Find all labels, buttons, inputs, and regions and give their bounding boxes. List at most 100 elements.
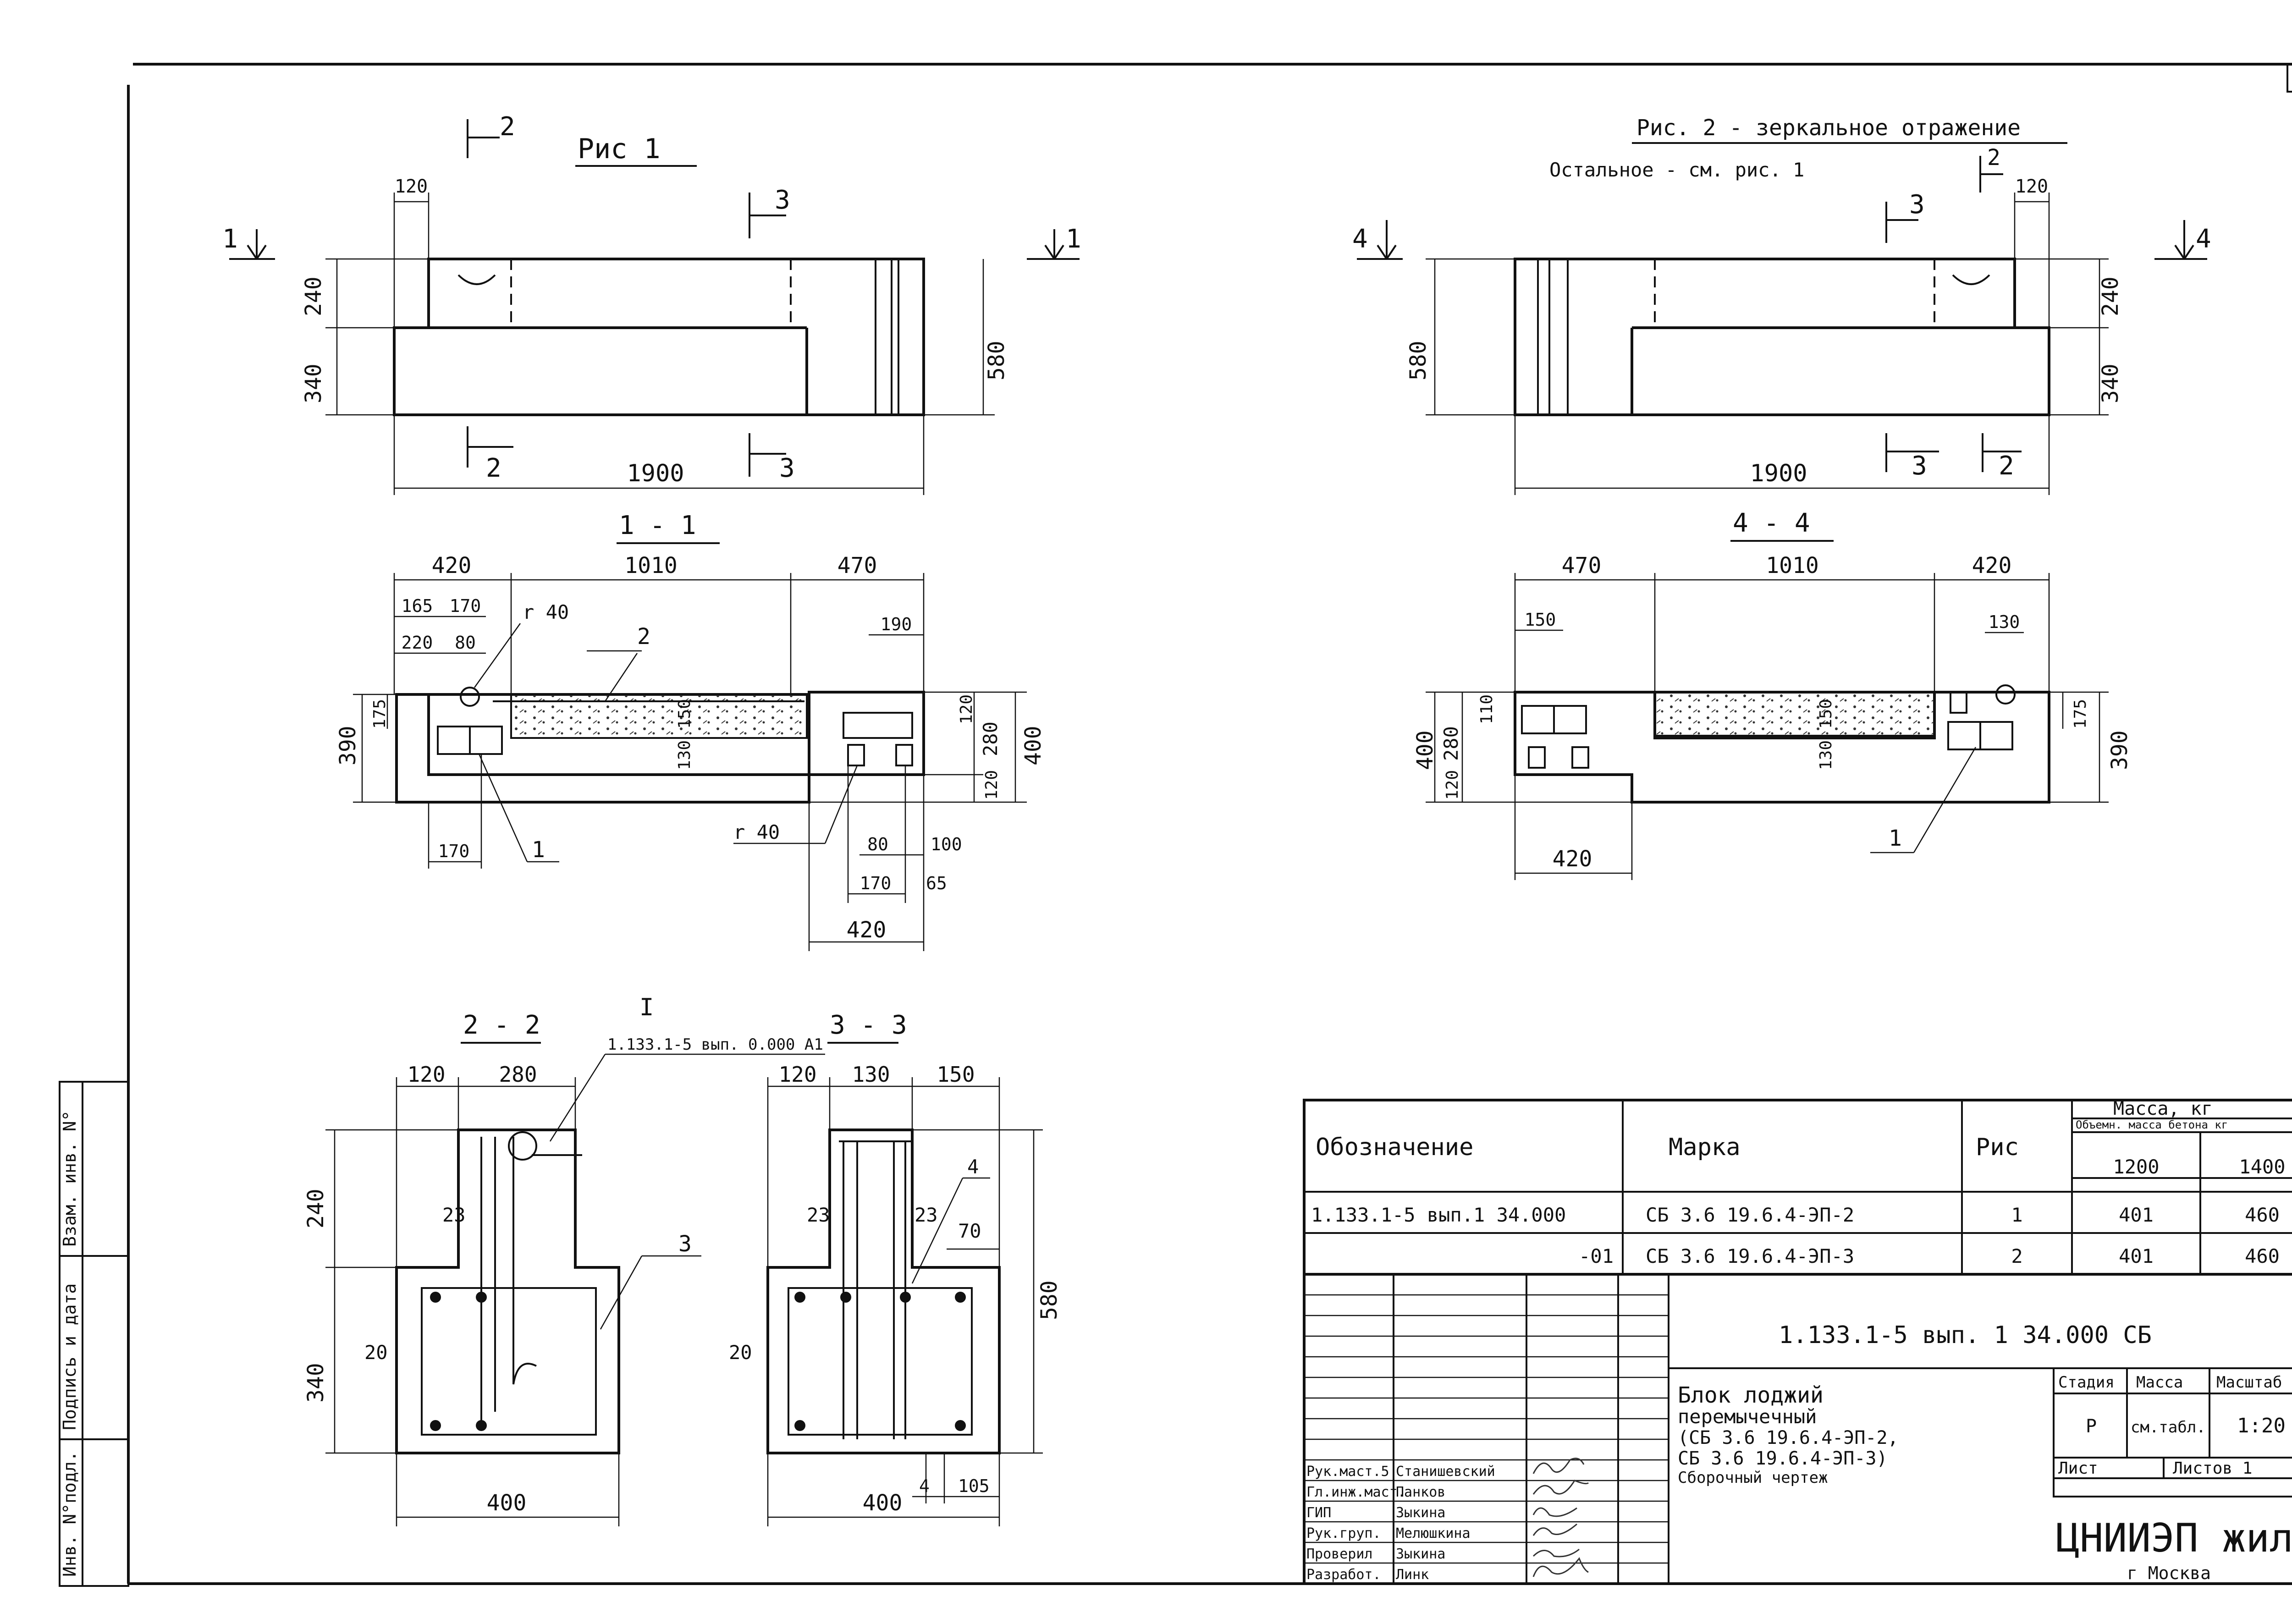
fig2-cut-4a: 4 (1352, 224, 1368, 254)
sec11-dim-420b: 420 (847, 917, 887, 943)
role-title: Рук.маст.5 (1306, 1464, 1389, 1480)
role-row: Разработ. Линк (1306, 1567, 1429, 1583)
sec11-radius-bottom: r 40 (733, 821, 780, 843)
sec33-callout-4: 4 (967, 1156, 979, 1178)
sec22-dim-20: 20 (364, 1341, 388, 1364)
sec22-title: 2 - 2 (463, 1010, 540, 1040)
spec-row-mark: СБ 3.6 19.6.4-ЭП-3 (1646, 1245, 1854, 1267)
sec11-dim-130: 130 (675, 740, 694, 770)
fig2-cut-4b: 4 (2196, 224, 2211, 254)
signatures (1532, 1458, 1589, 1577)
sec44-title: 4 - 4 (1733, 508, 1810, 538)
spec-row-mass2: 460 (2245, 1245, 2280, 1267)
sec44-dim-110: 110 (1477, 694, 1496, 724)
fig2-dim-h-bottom: 340 (2098, 363, 2123, 403)
fig1-cut-1b: 1 (1066, 224, 1081, 254)
doc-name-2: перемычечный (1678, 1405, 1817, 1428)
role-person: Станишевский (1396, 1464, 1495, 1480)
sec22-dim-240: 240 (303, 1189, 329, 1228)
role-row: ГИП Зыкина (1306, 1505, 1445, 1521)
sec33-dim-130: 130 (852, 1062, 890, 1087)
spec-row: 1.133.1-5 вып.1 34.000 СБ 3.6 19.6.4-ЭП-… (1311, 1204, 2280, 1226)
sec22-node-note: 1.133.1-5 вып. 0.000 A1 (607, 1035, 823, 1054)
title-block: 1.133.1-5 вып. 1 34.000 СБ Блок лоджий п… (1303, 1273, 2292, 1585)
spec-row-mark: СБ 3.6 19.6.4-ЭП-2 (1646, 1204, 1854, 1226)
sec11-dim-1010: 1010 (624, 553, 678, 578)
spec-row-designation: -01 (1579, 1245, 1614, 1267)
fig1-dim-length: 1900 (627, 460, 684, 487)
spec-density-1400: 1400 (2239, 1156, 2285, 1178)
sec22-node-ref: I (639, 994, 654, 1021)
sec11-dim-80b: 80 (867, 834, 888, 854)
fig1-cut-3a: 3 (775, 185, 790, 215)
sec22-dim-120: 120 (407, 1062, 445, 1087)
org-name: ЦНИИЭП жилища (2056, 1515, 2292, 1561)
org-city: г Москва (2127, 1563, 2211, 1583)
fig1-dim-h-bottom: 340 (301, 363, 326, 403)
sec11-dim-150: 150 (675, 699, 694, 729)
sec33-dim-23b: 23 (915, 1204, 938, 1226)
role-row: Рук.маст.5 Станишевский (1306, 1464, 1495, 1480)
fig2-dim-h-top: 240 (2098, 276, 2123, 316)
sec44-dim-470: 470 (1562, 553, 1602, 578)
role-title: Гл.инж.маст. (1306, 1484, 1406, 1500)
sec44-dim-420b: 420 (1553, 846, 1592, 872)
fig2-cut-3a: 3 (1909, 190, 1925, 220)
fig2-dim-offset: 120 (2015, 176, 2048, 197)
stage-label: Стадия (2058, 1373, 2115, 1392)
fig1-cut-2a: 2 (500, 112, 515, 142)
section-1-1: 1 - 1 420 1010 470 165 170 220 80 190 r … (335, 511, 1046, 951)
fig1-cut-3b: 3 (779, 453, 795, 483)
fig2-cut-2b: 2 (1999, 451, 2014, 481)
sec44-dim-390: 390 (2107, 730, 2132, 770)
doc-name-3: (СБ 3.6 19.6.4-ЭП-2, (1678, 1427, 1899, 1448)
sec44-dim-1010: 1010 (1766, 553, 1819, 578)
spec-col-mass: Масса, кг (2113, 1098, 2213, 1119)
fig1-dim-h-top: 240 (301, 276, 326, 316)
sec11-dim-170b: 170 (438, 841, 470, 861)
sec11-dim-390: 390 (335, 726, 361, 765)
sec44-dim-175: 175 (2071, 699, 2090, 729)
spec-col-mass-sub: Объемн. масса бетона кг (2076, 1118, 2228, 1131)
spec-col-designation: Обозначение (1316, 1134, 1473, 1161)
role-row: Рук.груп. Мелюшкина (1306, 1525, 1471, 1541)
role-person: Линк (1396, 1567, 1429, 1583)
role-person: Зыкина (1396, 1505, 1445, 1521)
sec33-dim-580: 580 (1036, 1280, 1062, 1320)
section-4-4: 4 - 4 470 1010 420 150 130 400 280 120 1… (1412, 508, 2132, 880)
sec44-dim-150b: 150 (1817, 699, 1835, 729)
role-person: Мелюшкина (1396, 1525, 1471, 1541)
sheet-label: Лист (2058, 1459, 2098, 1478)
fig1-elevation: Рис 1 1900 120 240 340 580 1 1 (222, 112, 1081, 495)
sec33-dim-150: 150 (937, 1062, 975, 1087)
left-stamp: Инв. N°подл. Подпись и дата Взам. инв. N… (59, 1081, 129, 1587)
role-title: Рук.груп. (1306, 1525, 1381, 1541)
sec11-dim-80: 80 (455, 633, 476, 653)
role-title: Разработ. (1306, 1567, 1381, 1583)
sec11-dim-120a: 120 (957, 694, 976, 724)
mass-label: Масса (2136, 1373, 2183, 1392)
sheets-label: Листов 1 (2173, 1459, 2252, 1478)
fig2-dim-h-total: 580 (1405, 341, 1431, 380)
fig2-cut-3b: 3 (1912, 451, 1927, 481)
sec11-dim-280: 280 (979, 721, 1002, 756)
sec11-callout-1: 1 (532, 837, 545, 863)
spec-table: Обозначение Марка Рис Масса, кг Объемн. … (1303, 1098, 2292, 1276)
fig2-title: Рис. 2 - зеркальное отражение (1636, 115, 2021, 141)
spec-row: -01 СБ 3.6 19.6.4-ЭП-3 2 401 460 (1579, 1245, 2280, 1267)
scale-label: Масштаб (2216, 1373, 2282, 1392)
sec11-callout-2: 2 (637, 624, 650, 650)
role-person: Панков (1396, 1484, 1445, 1500)
fig2-elevation: Рис. 2 - зеркальное отражение Остальное … (1352, 115, 2211, 495)
sec44-dim-420: 420 (1972, 553, 2012, 578)
sec11-dim-175: 175 (370, 699, 389, 729)
spec-row-fig: 2 (2011, 1245, 2022, 1267)
role-title: ГИП (1306, 1505, 1331, 1521)
sec44-dim-130b: 130 (1817, 740, 1835, 770)
sec44-dim-130: 130 (1989, 612, 2020, 632)
sec33-dim-20: 20 (729, 1341, 752, 1364)
sec22-callout-3: 3 (678, 1231, 692, 1257)
scale-value: 1:20 (2237, 1414, 2286, 1437)
stamp-sign-date: Подпись и дата (60, 1283, 80, 1430)
sec11-dim-220: 220 (402, 633, 433, 653)
